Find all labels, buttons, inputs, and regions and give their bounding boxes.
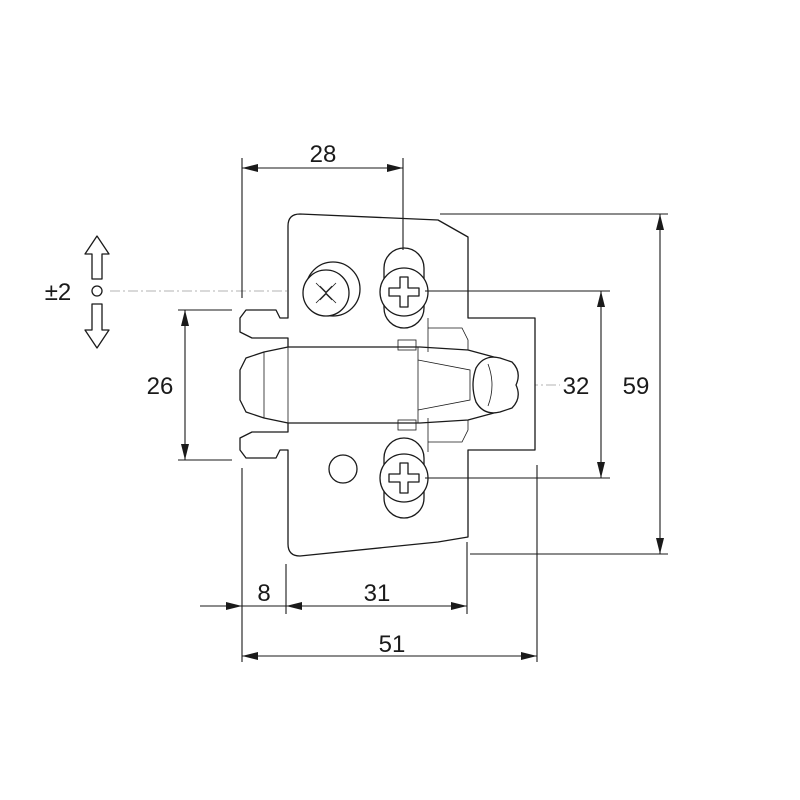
dimension-top-width: 28: [242, 141, 403, 172]
dimension-label-31: 31: [364, 580, 391, 607]
screw-pozidriv-icon: [302, 261, 361, 317]
dimension-total-width: 51: [242, 631, 537, 660]
dimension-label-8: 8: [257, 580, 270, 607]
extension-lines: [178, 158, 668, 662]
adjust-arrows-icon: [84, 235, 110, 349]
dimension-bottom-offsets: 8 31: [200, 580, 467, 610]
dimension-left-height: 26: [147, 310, 189, 460]
screw-phillips-icon: [379, 267, 429, 317]
dimension-label-26: 26: [147, 373, 174, 400]
adjust-range-label: ±2: [45, 279, 72, 306]
dimension-inner-height: 32: [563, 291, 605, 478]
dimension-label-28: 28: [310, 141, 337, 168]
dimension-label-32: 32: [563, 373, 590, 400]
screw-phillips-icon: [379, 453, 429, 503]
dimension-label-51: 51: [379, 631, 406, 658]
mounting-hole: [328, 454, 358, 484]
dimension-label-59: 59: [623, 373, 650, 400]
dimension-total-height: 59: [623, 214, 664, 554]
